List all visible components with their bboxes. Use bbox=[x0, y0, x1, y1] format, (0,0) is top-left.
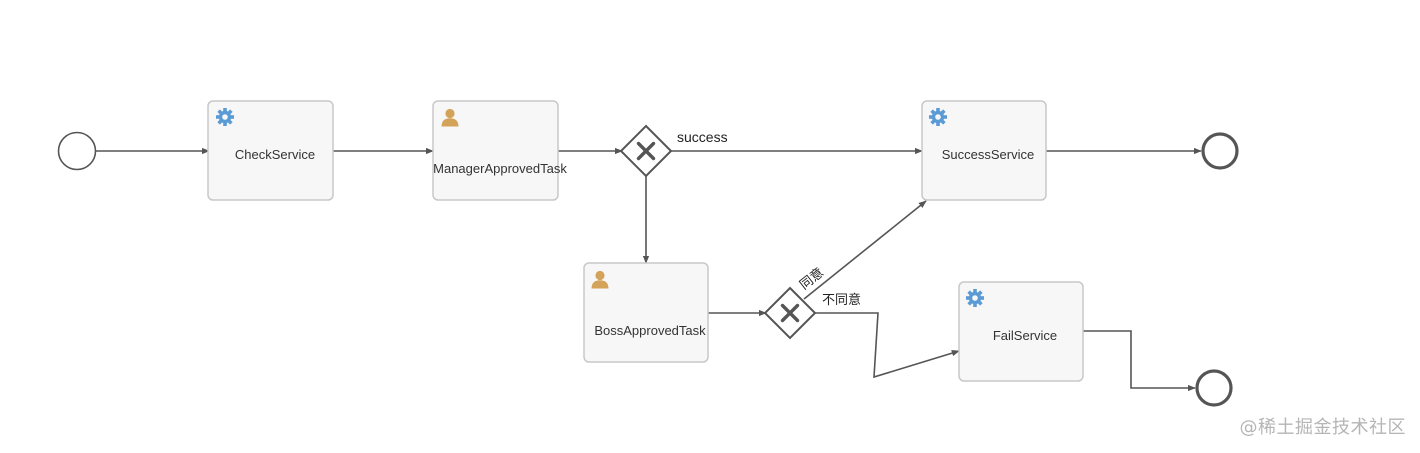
flow-label-success: success bbox=[677, 129, 728, 145]
task-fail-service[interactable]: FailService bbox=[958, 281, 1084, 382]
flow-label-disagree: 不同意 bbox=[822, 292, 861, 308]
watermark: @稀土掘金技术社区 bbox=[1239, 417, 1406, 438]
task-label: SuccessService bbox=[942, 147, 1034, 162]
gear-icon bbox=[929, 108, 947, 126]
task-boss-approved[interactable]: BossApprovedTask bbox=[583, 262, 709, 363]
end-event-fail[interactable] bbox=[1195, 369, 1233, 407]
flow-gateway2-to-success[interactable] bbox=[803, 200, 927, 300]
end-event-success[interactable] bbox=[1201, 132, 1239, 170]
task-success-service[interactable]: SuccessService bbox=[921, 100, 1047, 201]
task-label: CheckService bbox=[235, 147, 315, 162]
exclusive-gateway-2[interactable] bbox=[763, 286, 817, 340]
flow-gateway2-to-fail[interactable] bbox=[814, 312, 960, 379]
x-mark-icon bbox=[780, 303, 800, 323]
gear-icon bbox=[216, 108, 234, 126]
task-label: BossApprovedTask bbox=[594, 323, 706, 338]
x-mark-icon bbox=[636, 141, 656, 161]
exclusive-gateway-1[interactable] bbox=[619, 124, 673, 178]
gear-icon bbox=[966, 289, 984, 307]
task-manager-approved[interactable]: ManagerApprovedTask bbox=[432, 100, 567, 201]
start-event[interactable] bbox=[57, 131, 97, 171]
task-label: ManagerApprovedTask bbox=[433, 161, 567, 176]
flow-fail-to-end[interactable] bbox=[1083, 330, 1196, 392]
task-label: FailService bbox=[993, 328, 1057, 343]
task-check-service[interactable]: CheckService bbox=[207, 100, 334, 201]
flow-label-agree: 同意 bbox=[797, 265, 827, 294]
